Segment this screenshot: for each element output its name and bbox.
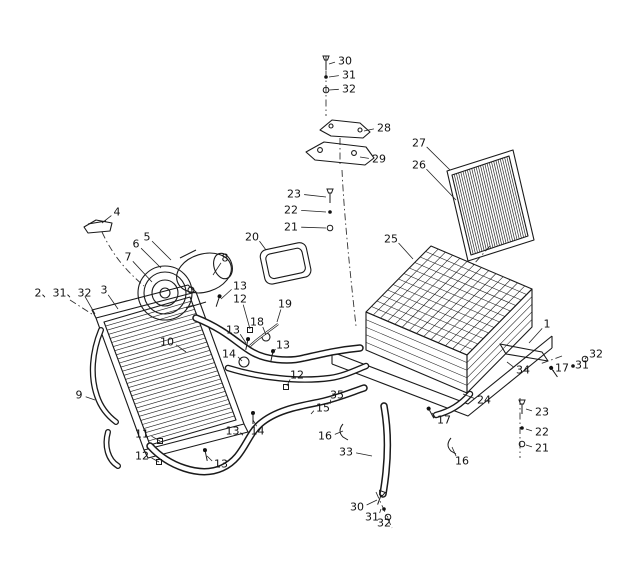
callout-12: 12 bbox=[290, 368, 304, 382]
callout-30: 30 bbox=[350, 500, 364, 514]
screw-icon bbox=[426, 406, 435, 419]
callout-18: 18 bbox=[250, 315, 264, 329]
washer-icon bbox=[382, 507, 386, 511]
callout-16: 16 bbox=[318, 429, 332, 443]
callout-26: 26 bbox=[412, 158, 426, 172]
bolt-icon bbox=[518, 399, 526, 414]
washer-icon bbox=[328, 210, 332, 214]
pipe-fittings bbox=[238, 323, 279, 368]
callout-29: 29 bbox=[372, 152, 386, 166]
callout-13: 13 bbox=[276, 338, 290, 352]
callout-9: 9 bbox=[75, 388, 83, 402]
ring-icon bbox=[384, 513, 392, 521]
callout-17: 17 bbox=[555, 361, 569, 375]
washer-icon bbox=[520, 426, 524, 430]
callout-6: 6 bbox=[132, 237, 140, 251]
callout-31: 31 bbox=[365, 510, 379, 524]
compressor-outline bbox=[137, 249, 233, 321]
callout-14: 14 bbox=[222, 347, 236, 361]
callout-16: 16 bbox=[455, 454, 469, 468]
callout-2、31、32: 2、31、32 bbox=[34, 286, 92, 300]
hose-group bbox=[89, 314, 474, 498]
callout-22: 22 bbox=[284, 203, 298, 217]
callout-34: 34 bbox=[516, 363, 530, 377]
callout-7: 7 bbox=[124, 250, 132, 264]
nut-icon bbox=[156, 459, 162, 465]
screw-icon bbox=[251, 411, 255, 424]
hatch-fins bbox=[105, 156, 533, 442]
callout-1: 1 bbox=[543, 317, 551, 331]
frame-tray-outline bbox=[331, 335, 553, 417]
leader-lines bbox=[84, 61, 588, 518]
bracket-28-outline bbox=[319, 119, 371, 139]
callout-13: 13 bbox=[233, 279, 247, 293]
nut-icon bbox=[283, 384, 289, 390]
callout-12: 12 bbox=[135, 449, 149, 463]
callout-31: 31 bbox=[575, 358, 589, 372]
callout-23: 23 bbox=[535, 405, 549, 419]
intercooler-outline bbox=[365, 245, 533, 394]
callout-15: 15 bbox=[316, 401, 330, 415]
screw-icon bbox=[215, 294, 222, 307]
callout-4: 4 bbox=[113, 205, 121, 219]
callout-5: 5 bbox=[143, 230, 151, 244]
callout-30: 30 bbox=[338, 54, 352, 68]
callout-35: 35 bbox=[330, 388, 344, 402]
callout-10: 10 bbox=[160, 335, 174, 349]
callout-32: 32 bbox=[342, 82, 356, 96]
clamp-icon bbox=[339, 423, 349, 441]
ring-icon bbox=[322, 86, 330, 94]
callout-25: 25 bbox=[384, 232, 398, 246]
callout-12: 12 bbox=[233, 292, 247, 306]
callout-31: 31 bbox=[342, 68, 356, 82]
callout-28: 28 bbox=[377, 121, 391, 135]
callout-21: 21 bbox=[284, 220, 298, 234]
part-outlines bbox=[83, 119, 553, 459]
gasket-outline bbox=[259, 242, 312, 285]
ring-icon bbox=[518, 440, 526, 448]
callout-21: 21 bbox=[535, 441, 549, 455]
callout-32: 32 bbox=[377, 516, 391, 530]
callout-3: 3 bbox=[100, 283, 108, 297]
callout-8: 8 bbox=[221, 251, 229, 265]
callout-19: 19 bbox=[278, 297, 292, 311]
cooler-outline bbox=[446, 149, 535, 262]
bracket-4-outline bbox=[83, 219, 113, 234]
ring-icon bbox=[326, 224, 334, 232]
callout-27: 27 bbox=[412, 136, 426, 150]
callout-22: 22 bbox=[535, 425, 549, 439]
bracket-29-outline bbox=[305, 141, 375, 166]
callout-13、14: 13、14 bbox=[225, 424, 265, 438]
hardware-group bbox=[156, 55, 589, 521]
nut-icon bbox=[247, 327, 253, 333]
nut-icon bbox=[157, 438, 163, 444]
bolt-icon bbox=[377, 489, 387, 505]
callout-13: 13 bbox=[214, 457, 228, 471]
clamp-icon bbox=[447, 437, 457, 455]
callout-17: 17 bbox=[437, 413, 451, 427]
screw-icon bbox=[202, 448, 208, 461]
callout-13: 13 bbox=[226, 323, 240, 337]
callout-23: 23 bbox=[287, 187, 301, 201]
washer-icon bbox=[324, 75, 328, 79]
bolt-icon bbox=[322, 55, 330, 70]
screw-icon bbox=[245, 337, 251, 350]
bolt-icon bbox=[326, 188, 334, 203]
ring-icon bbox=[581, 355, 589, 363]
callout-32: 32 bbox=[589, 347, 603, 361]
callout-11: 11 bbox=[135, 427, 149, 441]
callout-20: 20 bbox=[245, 230, 259, 244]
callout-24: 24 bbox=[477, 393, 491, 407]
callout-33: 33 bbox=[339, 445, 353, 459]
